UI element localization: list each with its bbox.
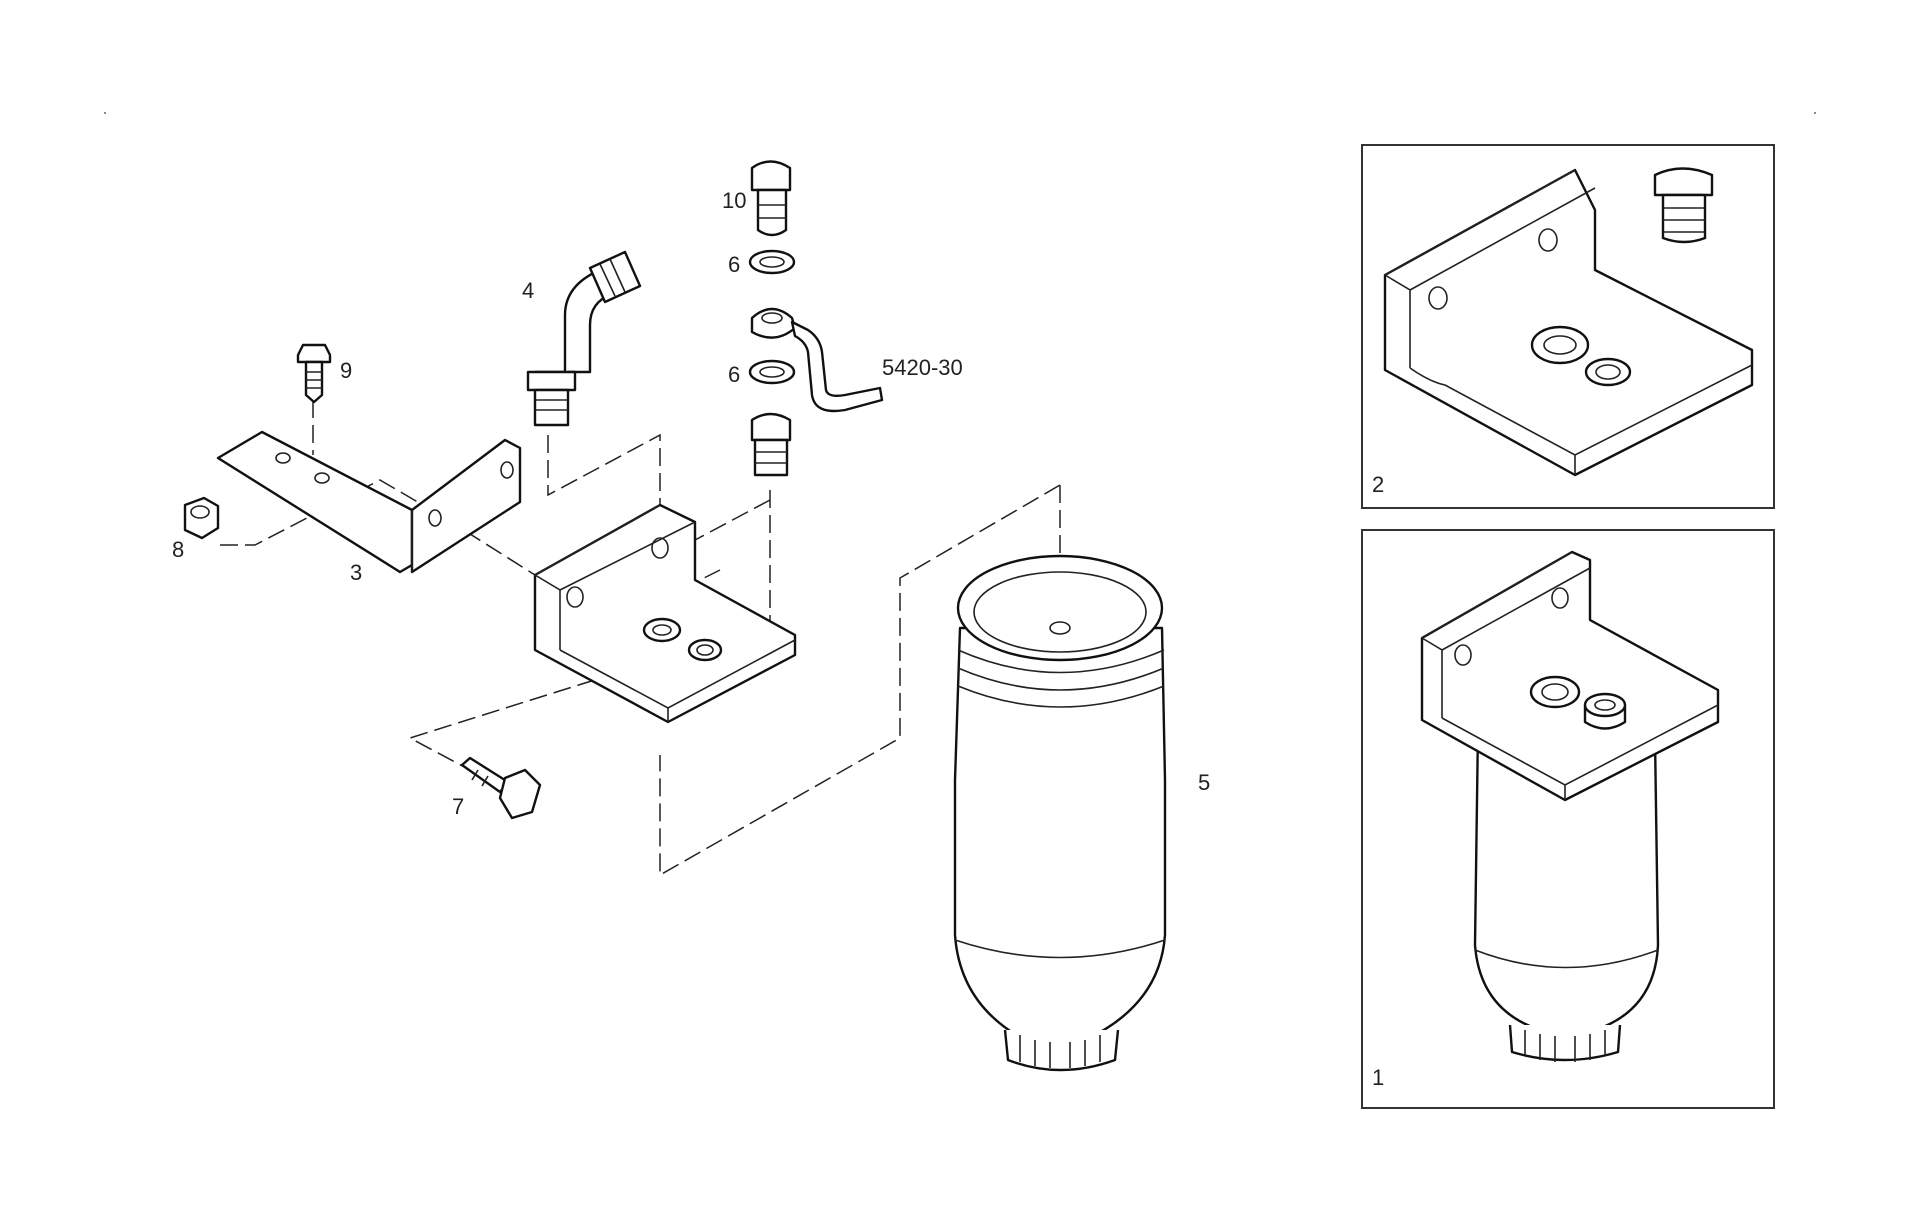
washer-6-upper xyxy=(748,249,796,275)
inset-1-filter-assembly xyxy=(1420,550,1720,1062)
label-2: 2 xyxy=(1372,472,1384,497)
filter-cartridge-5 xyxy=(953,554,1167,1072)
label-7: 7 xyxy=(452,794,464,819)
bracket-3 xyxy=(216,430,522,574)
label-5420-30: 5420-30 xyxy=(882,355,963,380)
inset-2-bracket xyxy=(1383,168,1754,477)
inset-2-adapter xyxy=(1653,167,1714,244)
nut-8 xyxy=(183,496,220,540)
label-5: 5 xyxy=(1198,770,1210,795)
label-4: 4 xyxy=(522,278,534,303)
bolt-7 xyxy=(460,756,542,820)
adapter-fitting xyxy=(750,412,792,477)
banjo-pipe-5420-30 xyxy=(750,307,884,413)
label-9: 9 xyxy=(340,358,352,383)
label-10: 10 xyxy=(722,188,746,213)
banjo-bolt-10 xyxy=(750,160,792,237)
label-6-lower: 6 xyxy=(728,362,740,387)
bolt-9 xyxy=(296,343,332,404)
washer-6-lower xyxy=(748,359,796,385)
label-1: 1 xyxy=(1372,1065,1384,1090)
label-6-upper: 6 xyxy=(728,252,740,277)
mounting-bracket-center xyxy=(533,503,797,724)
label-8: 8 xyxy=(172,537,184,562)
elbow-fitting-4 xyxy=(526,250,642,427)
corner-mark-right xyxy=(1814,112,1816,114)
corner-mark-left xyxy=(104,112,106,114)
label-3: 3 xyxy=(350,560,362,585)
